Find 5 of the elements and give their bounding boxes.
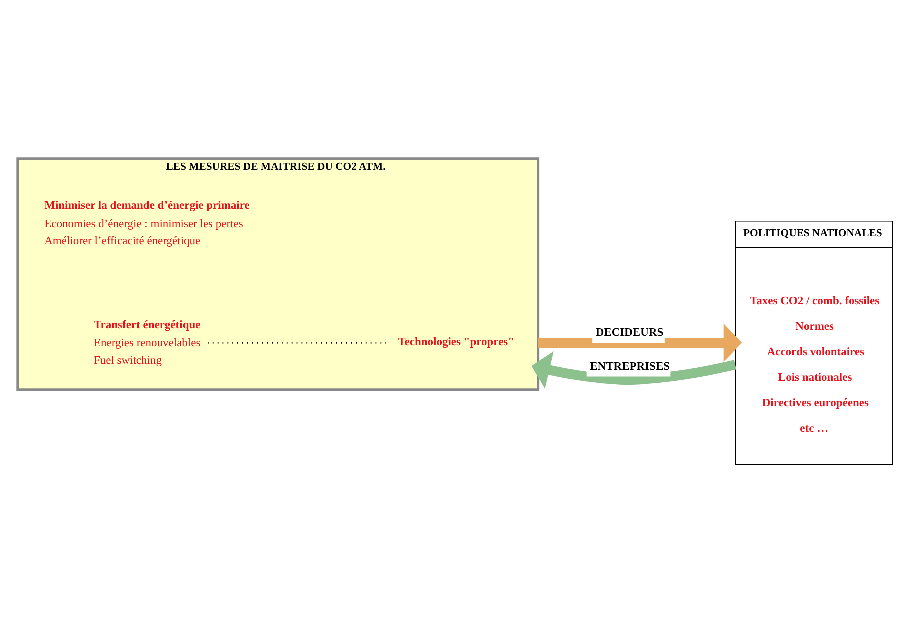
node-text: Minimiser la demande d’énergie primaire Economies d’énergie : minimiser les pertes Améliorer l’efficacité énergétique	[44, 200, 250, 248]
edge-label: ENTREPRISES	[590, 360, 670, 373]
node-text: Transfert énergétique Energies renouvelables Fuel switching	[94, 319, 201, 367]
node-text: Technologies "propres"	[398, 336, 515, 349]
edge-label: DECIDEURS	[596, 327, 664, 340]
